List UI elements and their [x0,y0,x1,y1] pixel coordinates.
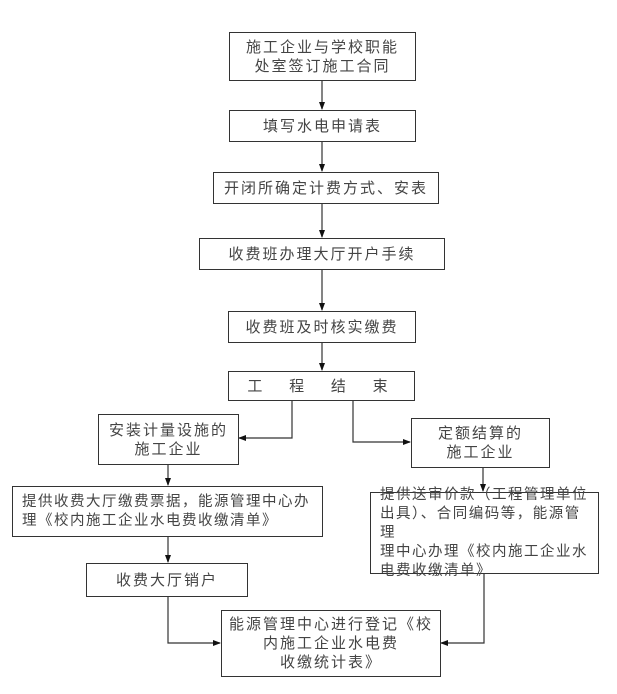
node-text: 安装计量设施的 [108,420,228,439]
node-text: 施工企业 [446,443,515,461]
node-text: 收费大厅销户 [115,570,218,589]
node-text: 处室签订施工合同 [254,56,391,75]
arrow-closeacct-to-register [167,596,221,646]
node-text: 定额结算的 [437,424,523,442]
arrow-end-to-quota [352,400,411,445]
node-fill-form: 填写水电申请表 [229,110,416,142]
node-provide-audit: 提供送审价款（工程管理单位 出具）、合同编码等，能源管理 理中心办理《校内施工企… [370,487,599,579]
node-text: 理中心办理《校内施工企业水 [380,543,588,560]
node-text: 能源管理中心进行登记《校 [228,615,433,633]
node-verify-payment: 收费班及时核实缴费 [228,311,416,343]
node-text: 内施工企业水电费 [262,634,399,652]
node-project-end: 工 程 结 束 [228,371,415,401]
node-text: 填写水电申请表 [262,116,382,135]
node-text: 施工企业与学校职能 [245,37,399,56]
node-text: 收费班及时核实缴费 [245,317,399,336]
node-sign-contract: 施工企业与学校职能 处室签订施工合同 [229,32,416,81]
node-register: 能源管理中心进行登记《校 内施工企业水电费 收缴统计表》 [221,610,441,677]
node-text: 施工企业 [134,439,203,458]
node-text: 提供送审价款（工程管理单位 [380,486,588,503]
node-provide-receipt: 提供收费大厅缴费票据，能源管理中心办 理《校内施工企业水电费收缴清单》 [12,486,323,537]
node-text: 出具）、合同编码等，能源管理 [380,505,581,541]
node-text: 收缴统计表》 [279,653,382,671]
node-quota-enterprise: 定额结算的 施工企业 [411,418,550,468]
node-text: 理《校内施工企业水电费收缴清单》 [22,512,278,529]
arrow-end-to-metered [238,400,293,441]
node-text: 提供收费大厅缴费票据，能源管理中心办 [22,493,310,510]
node-text: 电费收缴清单》 [380,562,492,579]
node-metered-enterprise: 安装计量设施的 施工企业 [98,414,239,465]
node-text: 开闭所确定计费方式、安表 [223,178,428,197]
node-close-account: 收费大厅销户 [86,563,248,597]
arrow-audit-to-register [440,573,485,646]
node-determine-billing: 开闭所确定计费方式、安表 [213,172,439,204]
node-text: 收费班办理大厅开户手续 [228,244,416,263]
node-text: 工 程 结 束 [247,376,396,395]
node-open-account: 收费班办理大厅开户手续 [199,238,445,270]
